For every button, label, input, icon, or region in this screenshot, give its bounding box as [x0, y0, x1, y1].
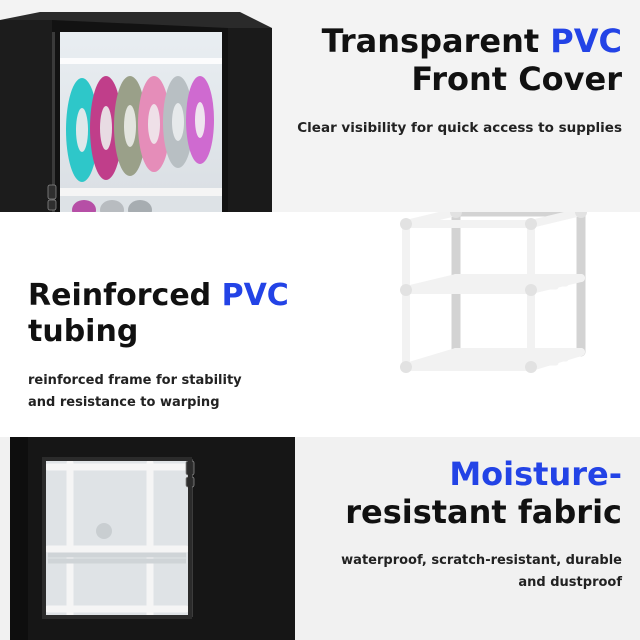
- cover-title-line1: Transparent PVC: [321, 22, 622, 60]
- fabric-cabinet-image: [0, 437, 300, 640]
- fabric-caption-line1: waterproof, scratch-resistant, durable: [341, 553, 622, 568]
- fabric-caption: waterproof, scratch-resistant, durable a…: [341, 550, 622, 594]
- section-reinforced-tubing: Reinforced PVC tubing reinforced frame f…: [0, 212, 640, 437]
- section-transparent-cover: Transparent PVC Front Cover Clear visibi…: [0, 0, 640, 212]
- tubing-title-line2: tubing: [28, 314, 139, 349]
- section-moisture-fabric: Moisture- resistant fabric waterproof, s…: [0, 437, 640, 640]
- tubing-caption-line2: and resistance to warping: [28, 395, 220, 410]
- cover-caption: Clear visibility for quick access to sup…: [297, 120, 622, 136]
- fabric-title: Moisture- resistant fabric: [345, 455, 622, 532]
- tubing-title: Reinforced PVC tubing: [28, 278, 289, 350]
- cover-title-line2: Front Cover: [411, 60, 622, 99]
- fabric-caption-line2: and dustproof: [518, 575, 622, 590]
- fabric-title-line1: Moisture-: [449, 455, 622, 493]
- cover-title: Transparent PVC Front Cover: [322, 22, 622, 99]
- tubing-title-line1: Reinforced PVC: [28, 278, 289, 313]
- filament-cabinet-image: [0, 0, 290, 212]
- fabric-title-line2: resistant fabric: [345, 493, 622, 532]
- tubing-caption: reinforced frame for stability and resis…: [28, 370, 242, 414]
- pvc-frame-image: [400, 212, 587, 373]
- tubing-caption-line1: reinforced frame for stability: [28, 373, 242, 388]
